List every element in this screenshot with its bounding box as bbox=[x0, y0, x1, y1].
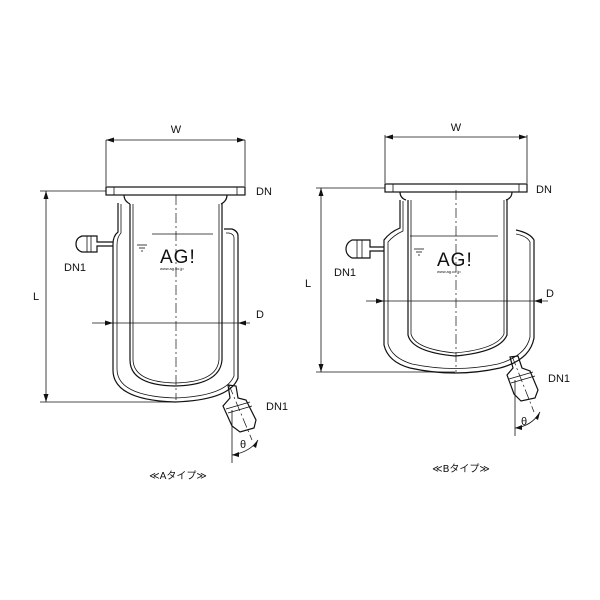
type-b-logo-sub: www.ag.co.jp bbox=[437, 269, 461, 274]
type-b-width-label: W bbox=[451, 122, 462, 134]
type-a-bottom-port: DN1 bbox=[222, 384, 288, 441]
type-a-bottom-port-label: DN1 bbox=[266, 401, 288, 413]
type-a-side-port-label: DN1 bbox=[64, 262, 86, 274]
type-b-level-symbol bbox=[414, 248, 424, 256]
type-b-bottom-port-label: DN1 bbox=[548, 373, 570, 385]
type-b-flange-label: DN bbox=[536, 184, 552, 196]
type-b-jacket-outer-inner-line bbox=[387, 201, 531, 369]
type-b-diameter-label: D bbox=[546, 288, 554, 300]
type-a-width-label: W bbox=[171, 124, 182, 136]
type-b-side-port-label: DN1 bbox=[334, 267, 356, 279]
type-b-inner-vessel bbox=[407, 200, 508, 357]
type-a-inner-vessel bbox=[129, 204, 223, 387]
type-b-length-label: L bbox=[305, 278, 311, 290]
type-b-bottom-port: DN1 bbox=[506, 355, 570, 413]
type-b-angle-dimension: θ bbox=[514, 380, 541, 436]
type-b-diameter-dimension: D bbox=[366, 288, 554, 304]
type-b-length-dimension: L bbox=[305, 187, 455, 373]
type-b-inner-vessel-wall bbox=[410, 200, 505, 354]
type-a-level-symbol bbox=[137, 244, 147, 252]
type-a-angle-dimension: θ bbox=[231, 410, 259, 463]
type-b-vessel: W DN AG! www.ag.co.jp bbox=[305, 122, 570, 475]
type-a-vessel: W DN AG! www.ag.co.jp bbox=[33, 124, 288, 482]
type-a-flange: DN bbox=[105, 186, 272, 205]
type-a-width-dimension: W bbox=[105, 124, 246, 186]
type-a-caption: ≪Aタイプ≫ bbox=[149, 470, 207, 482]
type-a-length-label: L bbox=[33, 291, 39, 303]
type-b-side-port: DN1 bbox=[334, 239, 384, 279]
type-b-width-dimension: W bbox=[384, 122, 528, 183]
type-a-angle-label: θ bbox=[240, 439, 246, 451]
type-b-angle-label: θ bbox=[521, 416, 527, 428]
type-b-logo: AG! bbox=[437, 250, 473, 271]
type-a-diameter-label: D bbox=[256, 309, 264, 321]
type-a-jacket-outer-inner-line bbox=[116, 204, 235, 399]
type-b-flange: DN bbox=[384, 183, 552, 201]
type-a-flange-label: DN bbox=[256, 186, 272, 198]
type-b-jacket-outer bbox=[383, 200, 535, 374]
type-a-diameter-dimension: D bbox=[92, 309, 264, 326]
type-a-length-dimension: L bbox=[33, 190, 175, 403]
type-a-logo: AG! bbox=[160, 247, 196, 268]
type-a-logo-sub: www.ag.co.jp bbox=[160, 266, 184, 271]
type-a-inner-vessel-wall bbox=[132, 204, 220, 384]
type-b-caption: ≪Bタイプ≫ bbox=[432, 463, 490, 475]
type-a-side-port: DN1 bbox=[64, 235, 113, 274]
